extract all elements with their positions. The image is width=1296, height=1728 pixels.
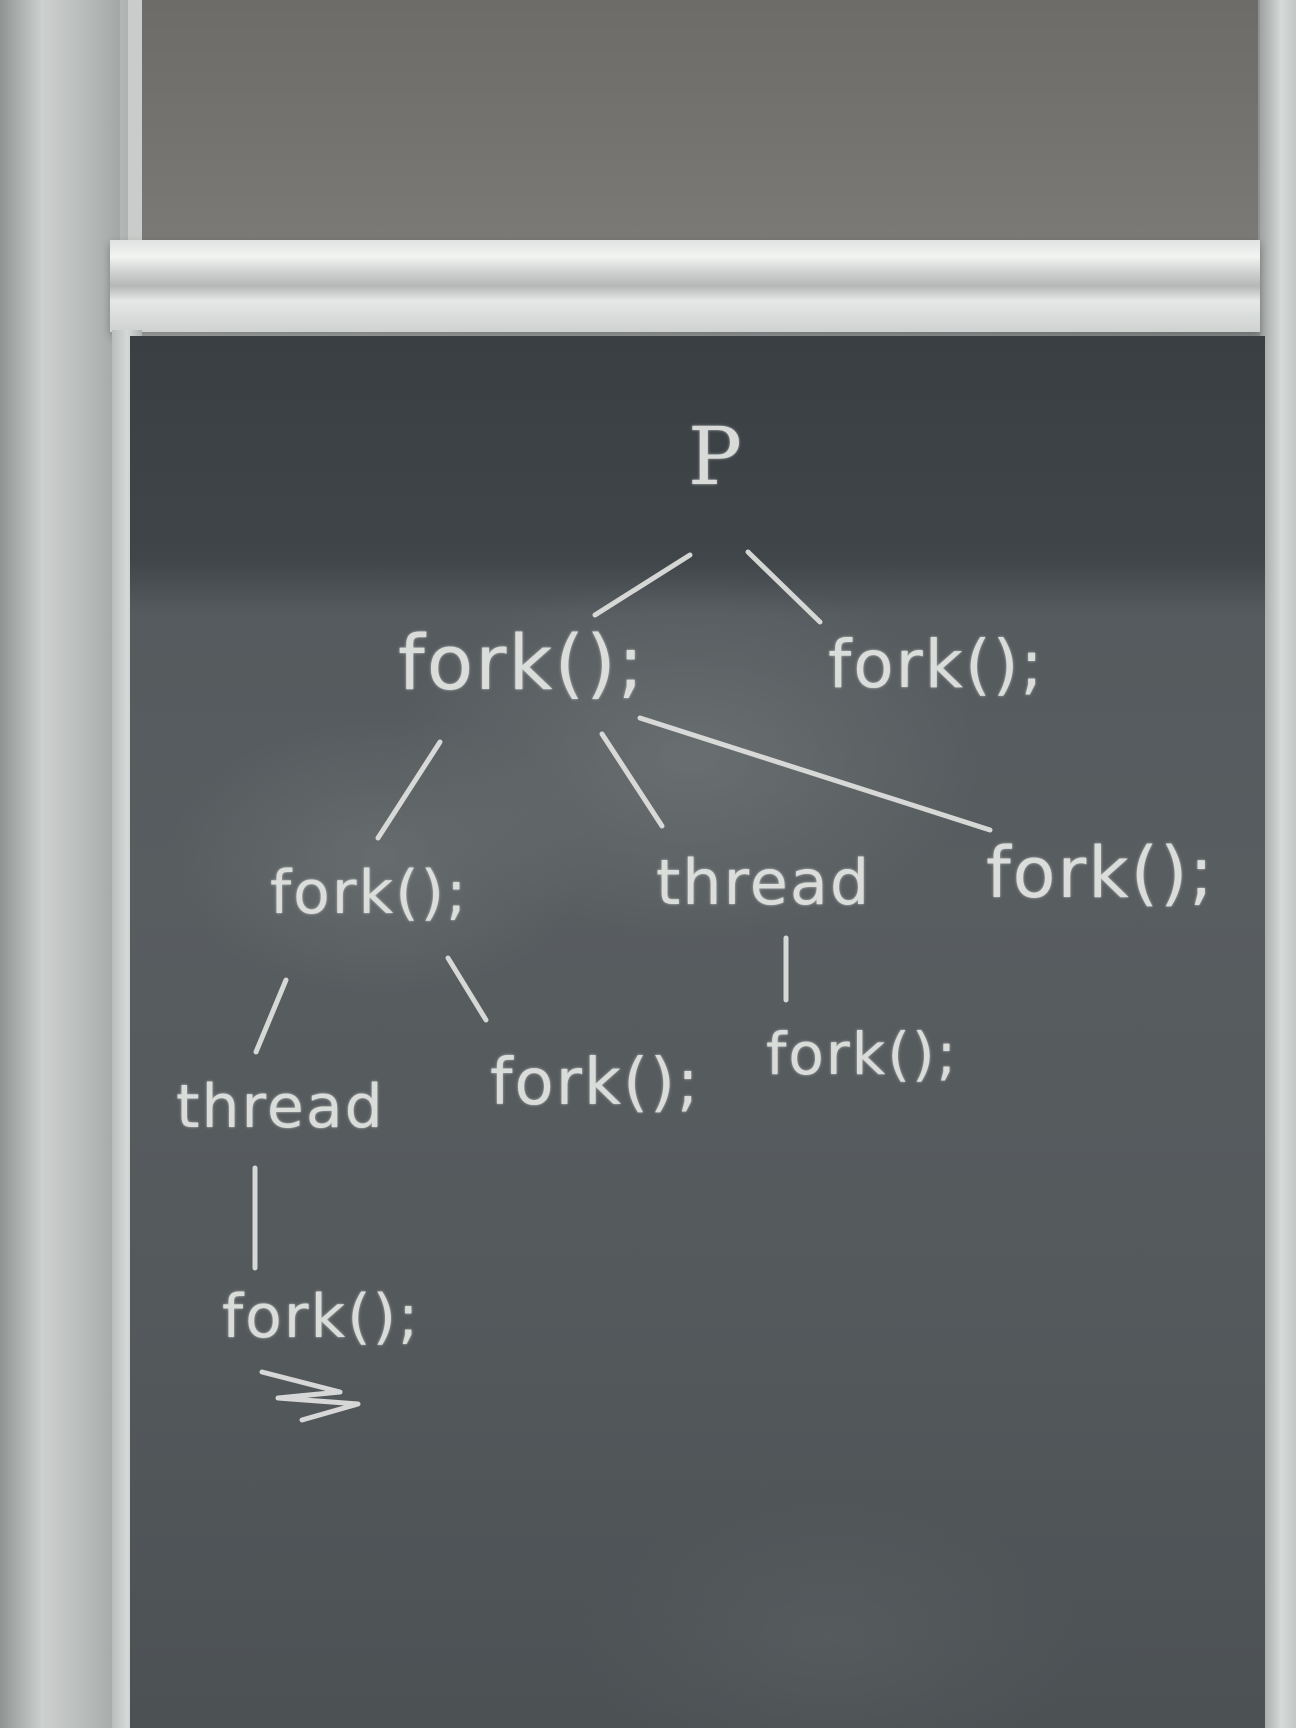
level3-middle-fork-label: fork(); [490,1046,701,1120]
level4-fork-label: fork(); [222,1282,421,1352]
edge-left-fork-to-thread [253,977,289,1055]
left-wall [0,0,120,1728]
upper-whiteboard-panel [128,0,1258,262]
edge-left-fork-to-fork [445,955,489,1023]
level3-right-fork-label: fork(); [766,1020,959,1088]
right-wall [1260,0,1296,1728]
level2-left-fork-label: fork(); [270,858,469,928]
level2-right-fork-label: fork(); [986,832,1215,914]
squiggle-mark [259,1369,361,1423]
edge-p-to-right-fork [745,549,823,625]
chalk-tray-rail [110,240,1260,332]
level1-right-fork-label: fork(); [828,626,1045,703]
level2-thread-label: thread [656,846,872,919]
edge-fork-to-right-fork [637,715,993,833]
root-p-label: P [688,410,744,503]
chalkboard [130,336,1265,1728]
edge-fork-to-thread [599,731,665,829]
edge-p-to-left-fork [592,552,693,618]
level1-left-fork-label: fork(); [398,618,646,707]
edge-fork-to-left-fork [375,739,443,841]
level3-thread-label: thread [176,1072,385,1142]
